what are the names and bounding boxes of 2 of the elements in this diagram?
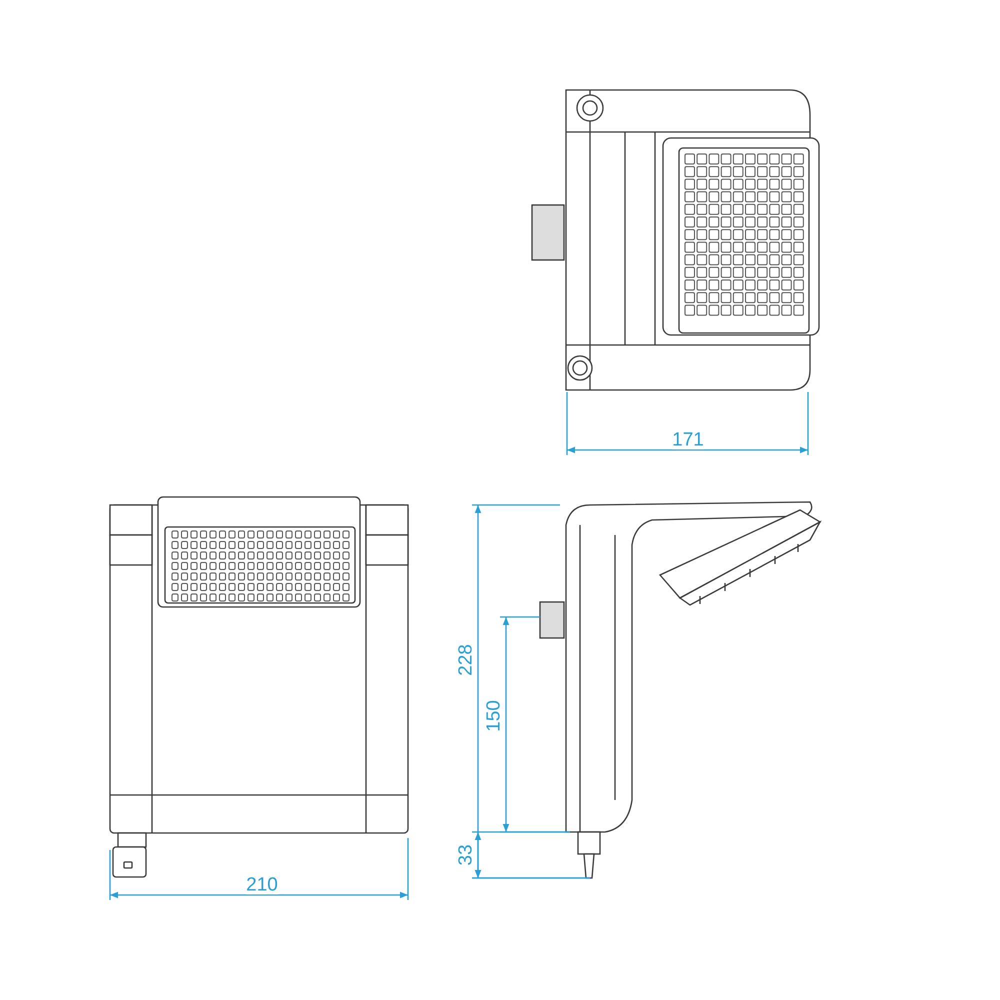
dimension-value: 210 [246,876,278,894]
dimension-value: 171 [672,430,704,450]
